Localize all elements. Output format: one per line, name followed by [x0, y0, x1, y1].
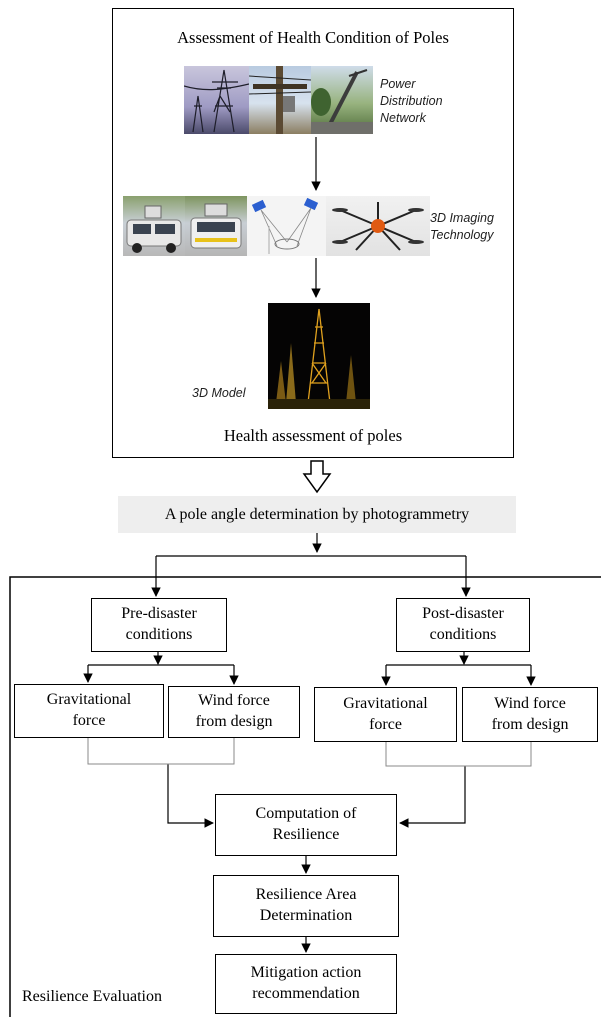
transmission-tower-photo — [184, 66, 249, 134]
computation-box: Computation of Resilience — [215, 794, 397, 856]
post-wind-box: Wind force from design — [462, 687, 598, 742]
imaging-label: 3D Imaging Technology — [430, 211, 494, 242]
post-gravity-box: Gravitational force — [314, 687, 457, 742]
leaning-pole-photo — [311, 66, 373, 134]
top-panel — [112, 8, 514, 458]
power-network-label: Power Distribution Network — [380, 77, 443, 125]
drone-photo — [326, 196, 430, 256]
scanner-diagram — [247, 196, 326, 256]
photogrammetry-banner: A pole angle determination by photogramm… — [118, 496, 516, 533]
point-cloud-model-photo — [268, 303, 370, 409]
top-panel-footer: Health assessment of poles — [223, 426, 403, 445]
utility-pole-photo — [249, 66, 311, 134]
mitigation-box: Mitigation action recommendation — [215, 954, 397, 1014]
pre-disaster-box: Pre-disaster conditions — [91, 598, 227, 652]
lidar-vehicle-photo — [123, 196, 185, 256]
pre-gravity-box: Gravitational force — [14, 684, 164, 738]
top-panel-title: Assessment of Health Condition of Poles — [177, 28, 449, 47]
model-label: 3D Model — [192, 386, 246, 400]
lidar-vehicle-rear-photo — [185, 196, 247, 256]
pre-wind-box: Wind force from design — [168, 686, 300, 738]
evaluation-label: Resilience Evaluation — [22, 988, 162, 1005]
post-disaster-box: Post-disaster conditions — [396, 598, 530, 652]
area-box: Resilience Area Determination — [213, 875, 399, 937]
hollow-down-arrow-icon — [302, 460, 332, 494]
